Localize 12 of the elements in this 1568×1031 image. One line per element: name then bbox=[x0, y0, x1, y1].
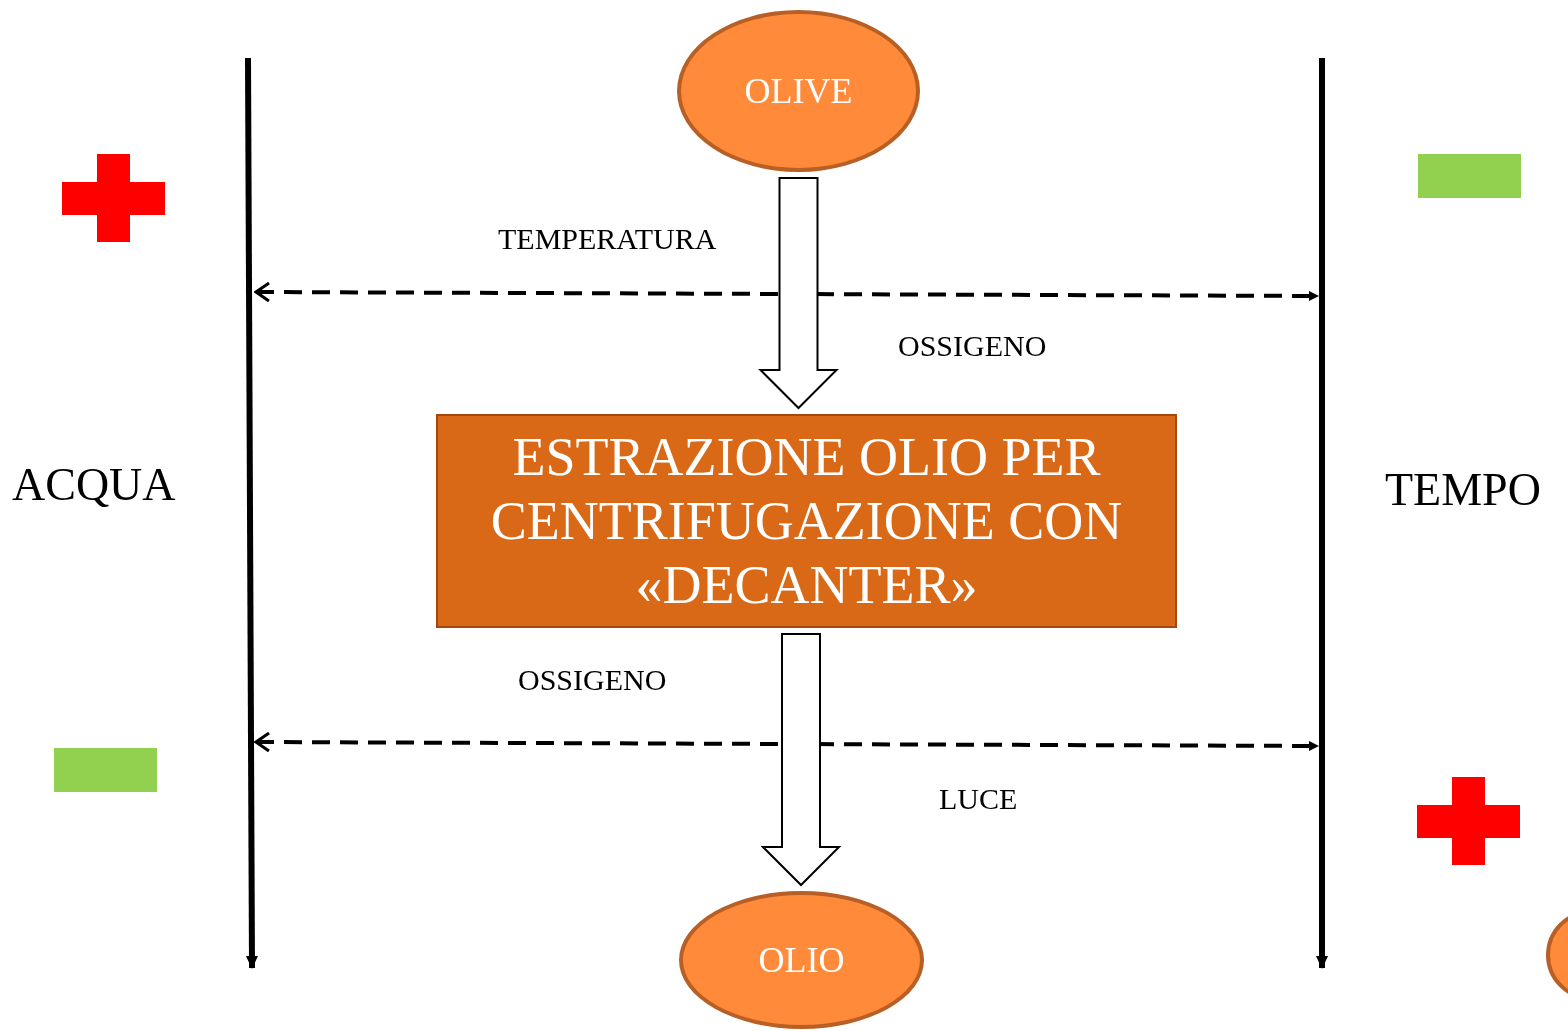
process-box bbox=[436, 414, 1177, 628]
axis-label: ACQUA bbox=[12, 458, 176, 511]
block-arrow bbox=[760, 633, 842, 887]
block-arrow bbox=[758, 177, 839, 410]
axis-label: TEMPO bbox=[1385, 463, 1541, 516]
factor-label: LUCE bbox=[939, 782, 1018, 816]
node-label: OLIO bbox=[758, 939, 845, 981]
factor-label: TEMPERATURA bbox=[498, 222, 717, 256]
factor-label: OSSIGENO bbox=[518, 663, 667, 697]
factor-label: OSSIGENO bbox=[898, 329, 1047, 363]
process-title: ESTRAZIONE OLIO PER CENTRIFUGAZIONE CON «DECANTER» bbox=[489, 426, 1124, 617]
node-label: OLIVE bbox=[744, 70, 853, 112]
